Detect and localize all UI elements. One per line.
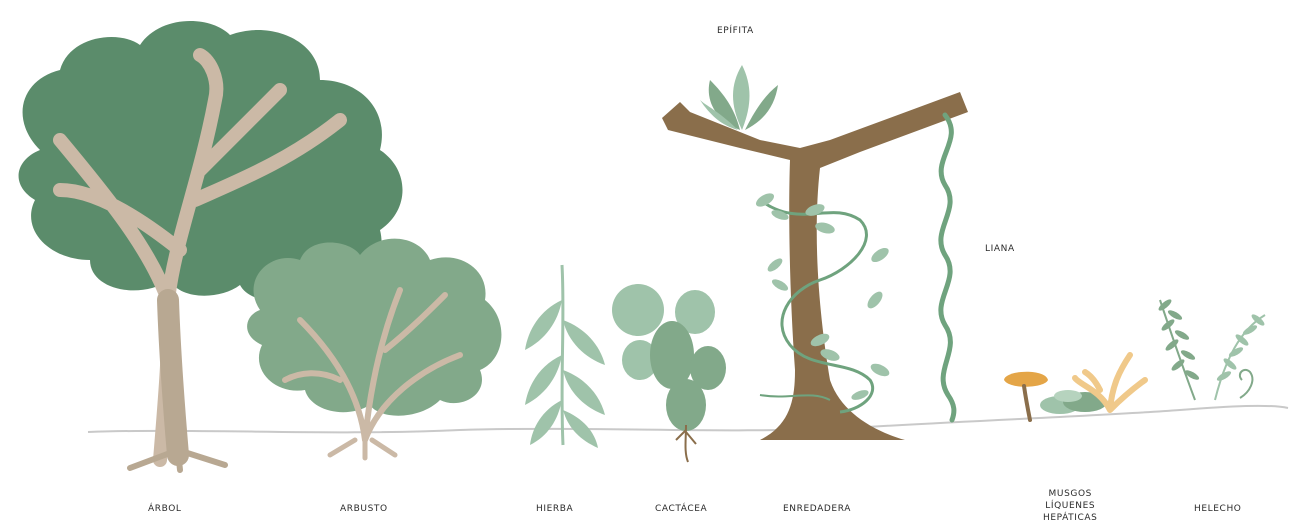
liana-icon — [941, 115, 954, 420]
label-epifita: EPÍFITA — [717, 25, 754, 37]
label-musgos-group: MUSGOS LÍQUENES HEPÁTICAS — [1043, 488, 1097, 524]
label-musgos: MUSGOS — [1043, 488, 1097, 500]
label-enredadera: ENREDADERA — [783, 503, 851, 515]
label-arbusto: ARBUSTO — [340, 503, 388, 515]
musgos-liquenes-hepaticas-icon — [1004, 355, 1145, 420]
label-hierba: HIERBA — [536, 503, 573, 515]
helecho-fern-icon — [1157, 298, 1266, 400]
label-arbol: ÁRBOL — [148, 503, 182, 515]
label-liquenes: LÍQUENES — [1043, 500, 1097, 512]
cactacea-cactus-icon — [612, 284, 726, 462]
epifita-epiphyte-icon — [700, 65, 778, 130]
hierba-herb-icon — [525, 265, 605, 448]
label-hepaticas: HEPÁTICAS — [1043, 512, 1097, 524]
label-liana: LIANA — [985, 243, 1015, 255]
arbusto-shrub-icon — [247, 239, 501, 458]
label-cactacea: CACTÁCEA — [655, 503, 707, 515]
label-helecho: HELECHO — [1194, 503, 1242, 515]
